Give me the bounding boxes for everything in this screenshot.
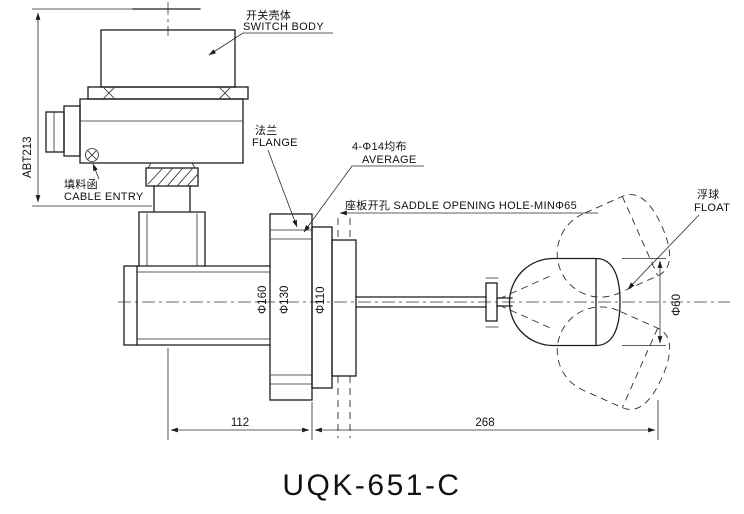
saddle-hole-label: 座板开孔 SADDLE OPENING HOLE-MINΦ65 <box>345 198 577 212</box>
dimension-float-dia <box>622 258 666 346</box>
chamber-outline <box>123 265 271 346</box>
dimension-abt213 <box>32 8 152 207</box>
dim-bolt-circle: Φ130 <box>279 286 291 314</box>
dim-length-right: 268 <box>475 417 494 429</box>
flange-label-cn: 法兰 <box>255 123 278 137</box>
centerlines <box>118 2 730 303</box>
bolt-holes-label-cn: 4-Φ14均布 <box>352 140 407 153</box>
cable-entry-outline <box>45 111 99 162</box>
dim-float-dia: Φ60 <box>671 294 683 316</box>
leader-lines <box>92 32 700 290</box>
dim-pipe-od: Φ110 <box>315 286 327 314</box>
rod-outline <box>355 277 513 328</box>
dim-length-left: 112 <box>231 417 249 429</box>
float-label-en: FLOAT <box>694 202 730 214</box>
cable-entry-label-en: CABLE ENTRY <box>64 191 144 203</box>
bolt-holes-label-en: AVERAGE <box>362 154 416 166</box>
switch-body-label-cn: 开关壳体 <box>246 8 291 22</box>
cable-entry-label-cn: 填料函 <box>64 177 98 191</box>
dim-overall-height: ABT213 <box>22 136 34 178</box>
flange-label-en: FLANGE <box>252 137 298 149</box>
float-label-cn: 浮球 <box>697 187 720 201</box>
switch-body-outline <box>63 8 249 164</box>
switch-body-label-en: SWITCH BODY <box>243 21 324 33</box>
dimension-bottom <box>167 348 659 440</box>
neck-and-pipe-outline <box>138 162 206 267</box>
drawing-title: UQK-651-C <box>282 469 461 502</box>
flange-outline <box>269 213 357 438</box>
float-swing-upper <box>499 186 681 312</box>
dim-flange-od: Φ160 <box>257 286 269 314</box>
float-swing-lower <box>499 292 681 418</box>
